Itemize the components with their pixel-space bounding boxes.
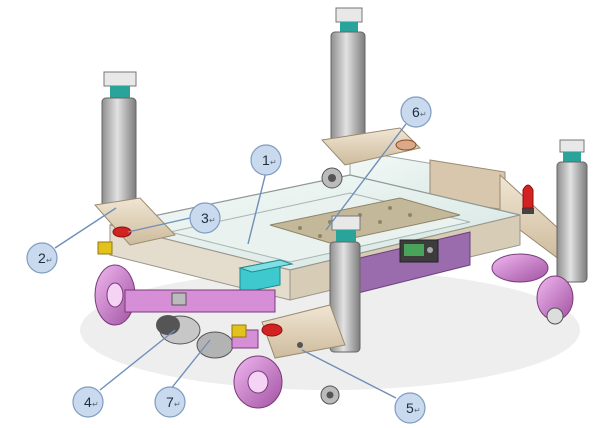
callout-2-mark: ↵ xyxy=(46,256,53,265)
callout-3-mark: ↵ xyxy=(209,216,216,225)
pillar-rear-right xyxy=(491,139,588,325)
leader-line-5 xyxy=(301,349,397,399)
callout-1-label: 1 xyxy=(262,152,270,168)
callout-7-mark: ↵ xyxy=(174,400,181,409)
callout-5: 5 ↵ xyxy=(394,392,426,424)
leader-lines xyxy=(54,123,407,399)
callout-4-label: 4 xyxy=(84,394,92,410)
callout-1-mark: ↵ xyxy=(270,158,277,167)
callout-7-label: 7 xyxy=(166,394,174,410)
callout-6-label: 6 xyxy=(412,104,420,120)
leader-line-4 xyxy=(99,329,176,391)
callout-7: 7 ↵ xyxy=(154,386,186,418)
callout-6-mark: ↵ xyxy=(420,110,427,119)
rear-frame xyxy=(349,149,561,261)
leader-line-1 xyxy=(247,171,267,245)
leader-line-7 xyxy=(169,339,211,391)
callout-3: 3 ↵ xyxy=(189,202,221,234)
callout-4: 4 ↵ xyxy=(72,386,104,418)
callout-4-mark: ↵ xyxy=(92,400,99,409)
callout-6: 6 ↵ xyxy=(400,96,432,128)
leader-line-6 xyxy=(325,123,407,231)
leader-line-2 xyxy=(54,207,117,249)
callout-2-label: 2 xyxy=(38,250,46,266)
callout-5-label: 5 xyxy=(406,400,414,416)
pillar-front-right xyxy=(261,215,361,405)
callout-1: 1 ↵ xyxy=(250,144,282,176)
leader-line-3 xyxy=(127,217,191,233)
drive-unit xyxy=(97,241,283,409)
callout-5-mark: ↵ xyxy=(414,406,421,415)
callout-2: 2 ↵ xyxy=(26,242,58,274)
callout-3-label: 3 xyxy=(201,210,209,226)
warning-light xyxy=(522,184,534,214)
